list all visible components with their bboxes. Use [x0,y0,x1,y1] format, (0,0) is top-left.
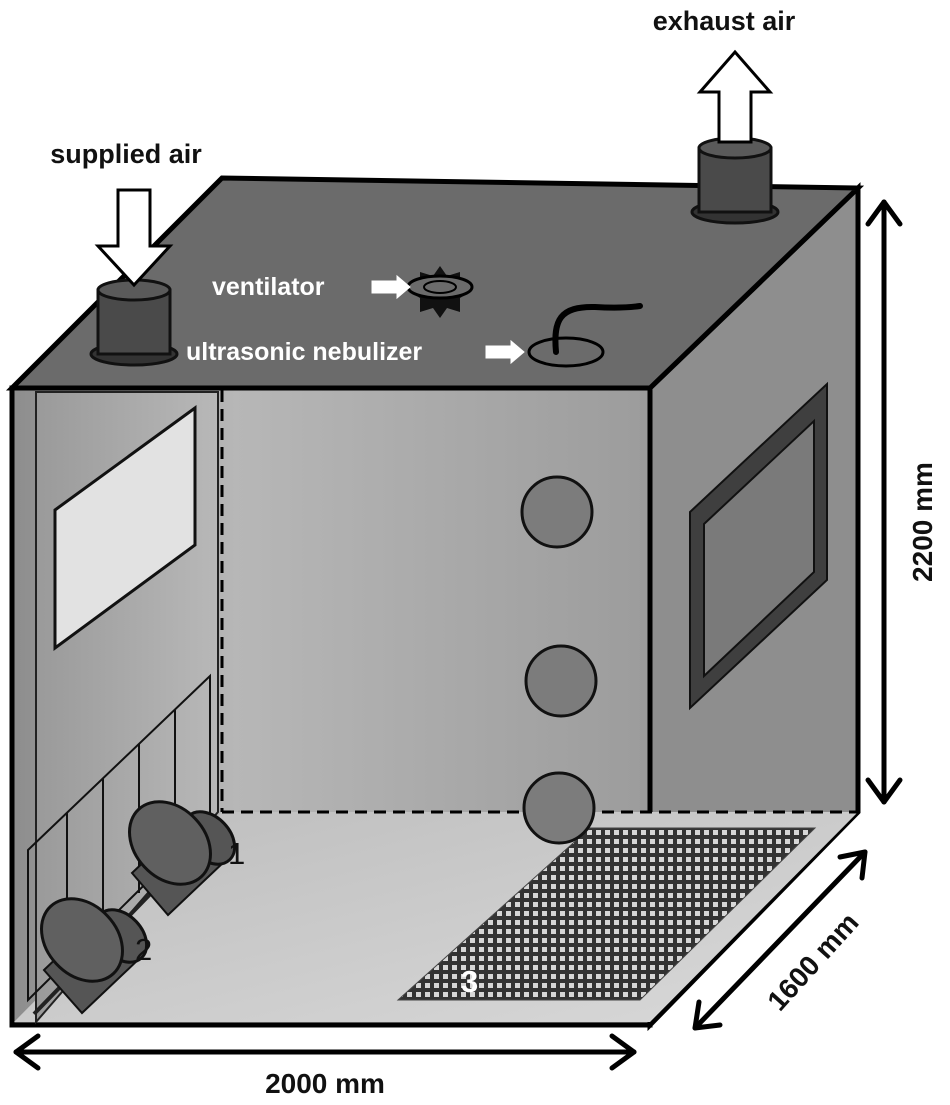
marker-2-label: 2 [135,932,152,967]
marker-3-label: 3 [461,964,478,999]
left-wall-window [53,405,197,651]
ventilator-label: ventilator [212,273,325,301]
port-circle-bottom [522,771,596,845]
marker-1-label: 1 [228,836,245,871]
ultrasonic-nebulizer-icon [527,303,643,368]
exhaust-air-arrow [696,49,774,144]
supplied-air-arrow [94,188,174,288]
exhaust-air-pipe [690,136,780,225]
ultrasonic-nebulizer-label: ultrasonic nebulizer [186,338,422,366]
exhaust-air-label: exhaust air [653,6,796,36]
sensor-1 [128,800,237,917]
depth-label: 1600 mm [761,907,864,1017]
height-dimension-arrow [865,199,903,805]
supplied-air-label: supplied air [50,139,202,169]
port-circle-middle [524,644,598,718]
nebulizer-pointer-arrow [485,339,525,365]
port-circle-top [520,475,594,549]
floor-grid-3 [396,827,817,1001]
sensor-2 [40,897,149,1015]
height-label: 2200 mm [907,462,938,582]
depth-dimension-arrow [692,849,868,1031]
side-window-glass [703,418,815,679]
ventilator-icon [406,266,474,318]
supplied-air-pipe [89,278,179,367]
width-dimension-arrow [13,1033,637,1071]
ventilator-pointer-arrow [371,274,411,300]
width-label: 2000 mm [265,1068,385,1099]
